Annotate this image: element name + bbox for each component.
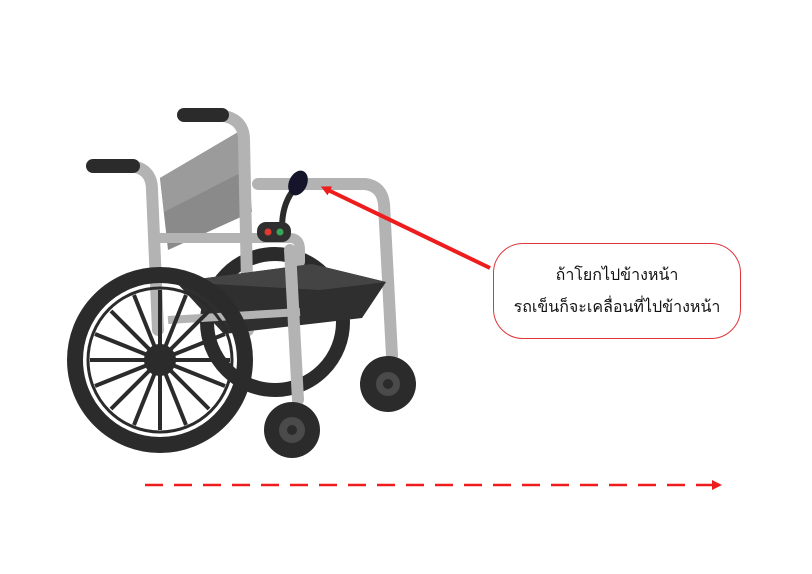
joystick-green-button xyxy=(276,228,284,236)
armrest xyxy=(155,233,305,267)
frame-rear-post xyxy=(124,160,164,336)
frame-front xyxy=(284,244,304,406)
rear-wheel xyxy=(67,267,253,453)
armrest-top xyxy=(252,178,398,362)
forward-motion-arrow-icon xyxy=(145,480,722,490)
rear-caster-wheel xyxy=(360,356,416,412)
joystick-red-button xyxy=(264,228,272,236)
callout-line-1: ถ้าโยกไปข้างหน้า xyxy=(555,265,679,284)
pointer-arrow-icon xyxy=(320,186,491,270)
rear-wheel-far xyxy=(200,247,350,397)
front-caster-wheel xyxy=(264,402,320,458)
callout-box: ถ้าโยกไปข้างหน้า รถเข็นก็จะเคลื่อนที่ไปข… xyxy=(493,243,741,339)
joystick-icon xyxy=(257,170,308,242)
push-handle-right xyxy=(177,108,229,122)
callout-line-2: รถเข็นก็จะเคลื่อนที่ไปข้างหน้า xyxy=(513,297,721,316)
push-handle-left xyxy=(86,159,140,173)
wheelchair-icon xyxy=(67,108,416,458)
